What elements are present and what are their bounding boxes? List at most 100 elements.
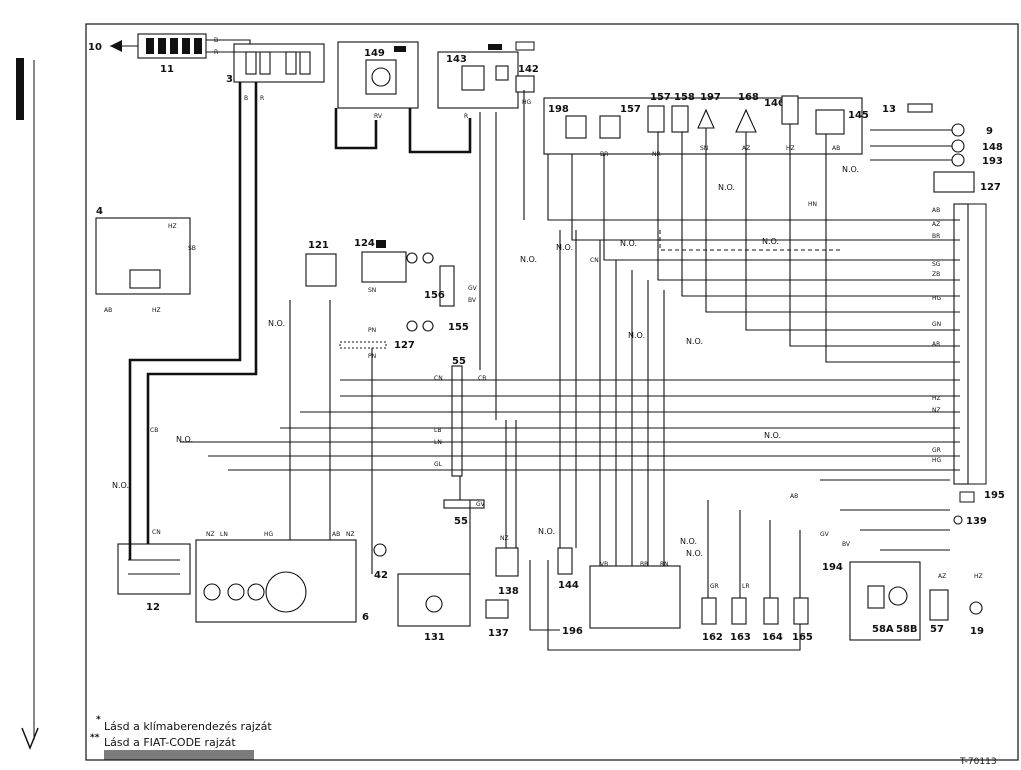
svg-text:AZ: AZ [938, 573, 946, 580]
svg-text:NZ: NZ [206, 531, 215, 538]
component-131: 131 [397, 573, 471, 643]
svg-text:AB: AB [932, 207, 940, 214]
svg-text:HG: HG [932, 295, 942, 302]
component-137: 137 [485, 599, 509, 639]
component-158: 158 [671, 92, 695, 133]
svg-text:HZ: HZ [786, 145, 795, 152]
svg-text:AZ: AZ [742, 145, 750, 152]
node-label: N.O. [686, 549, 703, 558]
arrow-to-10: 10 [88, 40, 138, 53]
node-label: N.O. [764, 431, 781, 440]
node-label: N.O. [718, 183, 735, 192]
label-124: 124 [354, 238, 375, 249]
component-139: 139 [953, 515, 987, 527]
wire-codes: B R B R RV R HG AB HZ HZ SB PN PN SN GV … [104, 37, 983, 590]
label-193: 193 [982, 156, 1003, 167]
svg-text:AR: AR [932, 341, 940, 348]
label-137: 137 [488, 628, 509, 639]
footnote-1-mark: * [96, 715, 101, 725]
svg-text:GR: GR [710, 583, 719, 590]
svg-text:HG: HG [264, 531, 274, 538]
node-label: N.O. [842, 165, 859, 174]
svg-text:HG: HG [932, 457, 942, 464]
svg-text:GV: GV [468, 285, 478, 292]
component-148: 148 [951, 139, 1003, 153]
svg-text:NZ: NZ [500, 535, 509, 542]
node-label: N.O. [556, 243, 573, 252]
svg-text:SB: SB [188, 245, 196, 252]
svg-text:GV: GV [820, 531, 830, 538]
footnote-2: Lásd a FIAT-CODE rajzát [104, 736, 236, 749]
svg-text:HZ: HZ [932, 395, 941, 402]
svg-text:HZ: HZ [152, 307, 161, 314]
injector-165: 165 [792, 597, 813, 643]
node-label: N.O. [680, 537, 697, 546]
svg-text:NR: NR [652, 151, 661, 158]
label-127-middle: 127 [394, 340, 415, 351]
svg-text:GR: GR [932, 447, 941, 454]
component-144: 144 [557, 547, 579, 591]
svg-text:CB: CB [478, 375, 486, 382]
svg-text:BR: BR [600, 151, 608, 158]
svg-text:AB: AB [832, 145, 840, 152]
svg-text:GL: GL [434, 461, 443, 468]
label-198: 198 [548, 104, 569, 115]
page-frame [85, 23, 1019, 761]
label-148: 148 [982, 142, 1003, 153]
label-163: 163 [730, 632, 751, 643]
svg-text:BV: BV [468, 297, 477, 304]
label-12: 12 [146, 602, 160, 613]
svg-text:LN: LN [434, 439, 442, 446]
svg-text:CN: CN [152, 529, 161, 536]
svg-text:LN: LN [220, 531, 228, 538]
component-145: 145 [815, 109, 869, 135]
svg-text:CN: CN [590, 257, 599, 264]
node-label: N.O. [686, 337, 703, 346]
label-127-right: 127 [980, 182, 1001, 193]
svg-text:HN: HN [808, 201, 817, 208]
label-3: 3 [226, 74, 233, 85]
label-155: 155 [448, 322, 469, 333]
label-19: 19 [970, 626, 984, 637]
component-121: 121 [305, 240, 337, 287]
node-label: N.O. [520, 255, 537, 264]
label-196: 196 [562, 626, 583, 637]
label-165: 165 [792, 632, 813, 643]
footnote-1: Lásd a klímaberendezés rajzát [104, 720, 272, 733]
label-11: 11 [160, 64, 174, 75]
component-155: 155 [406, 320, 469, 333]
component-149: 149 [337, 41, 419, 109]
lamp-19: 19 [969, 601, 984, 637]
injector-162: 162 [701, 597, 723, 643]
component-13: 13 [882, 103, 933, 115]
label-164: 164 [762, 632, 783, 643]
label-157a: 157 [620, 104, 641, 115]
label-162: 162 [702, 632, 723, 643]
component-143: 143 [437, 44, 519, 109]
component-194: 194 [822, 562, 843, 573]
node-label: N.O. [268, 319, 285, 328]
label-6: 6 [362, 612, 369, 623]
connector-195: 195 [953, 203, 1005, 503]
svg-text:NZ: NZ [346, 531, 355, 538]
svg-text:B: B [244, 95, 248, 102]
svg-text:SG: SG [932, 261, 941, 268]
label-58b: 58B [896, 624, 918, 635]
label-121: 121 [308, 240, 329, 251]
svg-text:NZ: NZ [932, 407, 941, 414]
wire-bundle [128, 82, 960, 651]
junction-55: 55 [451, 356, 466, 477]
svg-text:RV: RV [374, 113, 383, 120]
label-4: 4 [96, 206, 103, 217]
svg-text:SN: SN [368, 287, 376, 294]
footnote-3-illegible [104, 750, 254, 760]
node-label: N.O. [762, 237, 779, 246]
svg-text:VB: VB [600, 561, 608, 568]
connector-127-middle: 127 [339, 340, 415, 351]
node-labels: N.O. N.O. N.O. N.O. N.O. N.O. N.O. N.O. … [112, 165, 859, 558]
component-124: 124 [354, 238, 407, 283]
label-156: 156 [424, 290, 445, 301]
label-131: 131 [424, 632, 445, 643]
node-label: N.O. [112, 481, 129, 490]
junction-55-lower: 55 [443, 499, 485, 527]
